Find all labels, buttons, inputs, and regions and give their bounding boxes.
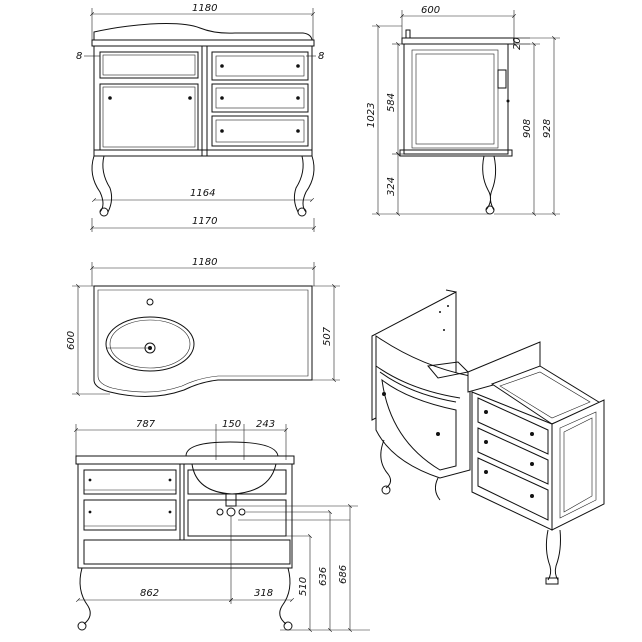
perspective-view (371, 289, 605, 585)
dim-overall-height: 1023 (366, 26, 490, 214)
dim-510: 510 (298, 577, 309, 596)
front-countertop (93, 23, 313, 41)
dim-1170: 1170 (192, 216, 217, 227)
dim-600-side: 600 (421, 5, 440, 16)
perspective-curved-front (375, 335, 471, 479)
dim-carcass-height: 584 (386, 44, 404, 154)
dim-side-depth: 600 (402, 5, 514, 38)
side-carcass (403, 43, 509, 155)
rear-plumbing (200, 493, 350, 604)
front-leg-left (91, 155, 113, 213)
rear-view: 787 150 243 (76, 419, 370, 630)
front-top-band (91, 39, 315, 47)
dim-1180-front: 1180 (192, 3, 217, 14)
dim-leg-height: 324 (386, 154, 398, 214)
dim-height-928: 928 (514, 38, 560, 214)
dim-787: 787 (136, 419, 156, 430)
dim-507: 507 (322, 326, 333, 346)
side-leg (482, 155, 497, 211)
basin (105, 316, 195, 372)
rear-countertop (75, 455, 295, 465)
dim-150: 150 (222, 419, 241, 430)
rear-drawer-1 (83, 469, 177, 495)
dim-rear-top: 787 150 243 (76, 419, 286, 460)
dim-324: 324 (386, 177, 397, 196)
dim-1180-top: 1180 (192, 257, 217, 268)
faucet-hole (146, 298, 154, 306)
dim-318: 318 (254, 588, 273, 599)
rear-bottom-shelf (83, 539, 291, 565)
dim-636: 636 (318, 567, 329, 586)
side-countertop (401, 37, 515, 45)
side-view: 600 20 1023 584 (366, 5, 560, 214)
dim-1023: 1023 (366, 103, 377, 128)
dim-8-left: 8 (76, 51, 82, 62)
dim-front-width-top: 1180 (92, 3, 313, 40)
dim-rear-bottom: 862 318 (78, 588, 292, 600)
dim-20: 20 (512, 37, 523, 50)
dim-908: 908 (522, 119, 533, 138)
dim-686: 686 (338, 565, 349, 584)
dim-rear-heights: 510 636 686 (232, 506, 370, 630)
perspective-side-panel (551, 399, 605, 531)
dim-600-top: 600 (66, 331, 77, 350)
rear-carcass (77, 463, 293, 569)
dim-height-908: 908 (494, 44, 560, 214)
dim-862: 862 (140, 588, 159, 599)
front-left-door (99, 83, 199, 151)
front-right-drawers (211, 51, 309, 147)
dim-584: 584 (386, 93, 397, 112)
dim-top-depth-left: 600 (66, 286, 110, 394)
rear-leg-right (279, 567, 291, 625)
front-carcass (93, 45, 313, 157)
dim-243: 243 (256, 419, 275, 430)
rear-drawer-2 (83, 499, 177, 531)
dim-top-depth-right: 507 (312, 286, 340, 380)
dim-8-right: 8 (318, 51, 324, 62)
top-view: 1180 600 507 (66, 257, 340, 398)
top-countertop-outline (93, 285, 313, 398)
dim-928: 928 (542, 119, 553, 138)
front-leg-right (293, 155, 315, 213)
dim-1164: 1164 (190, 188, 215, 199)
rear-basin (191, 463, 277, 495)
rear-leg-left (79, 567, 91, 625)
front-left-drawer (99, 51, 199, 79)
dim-front-inner-width: 1164 (94, 188, 312, 200)
dim-front-base-width: 1170 (92, 216, 314, 232)
dim-top-width: 1180 (92, 257, 314, 286)
front-view: 1180 (76, 3, 324, 232)
